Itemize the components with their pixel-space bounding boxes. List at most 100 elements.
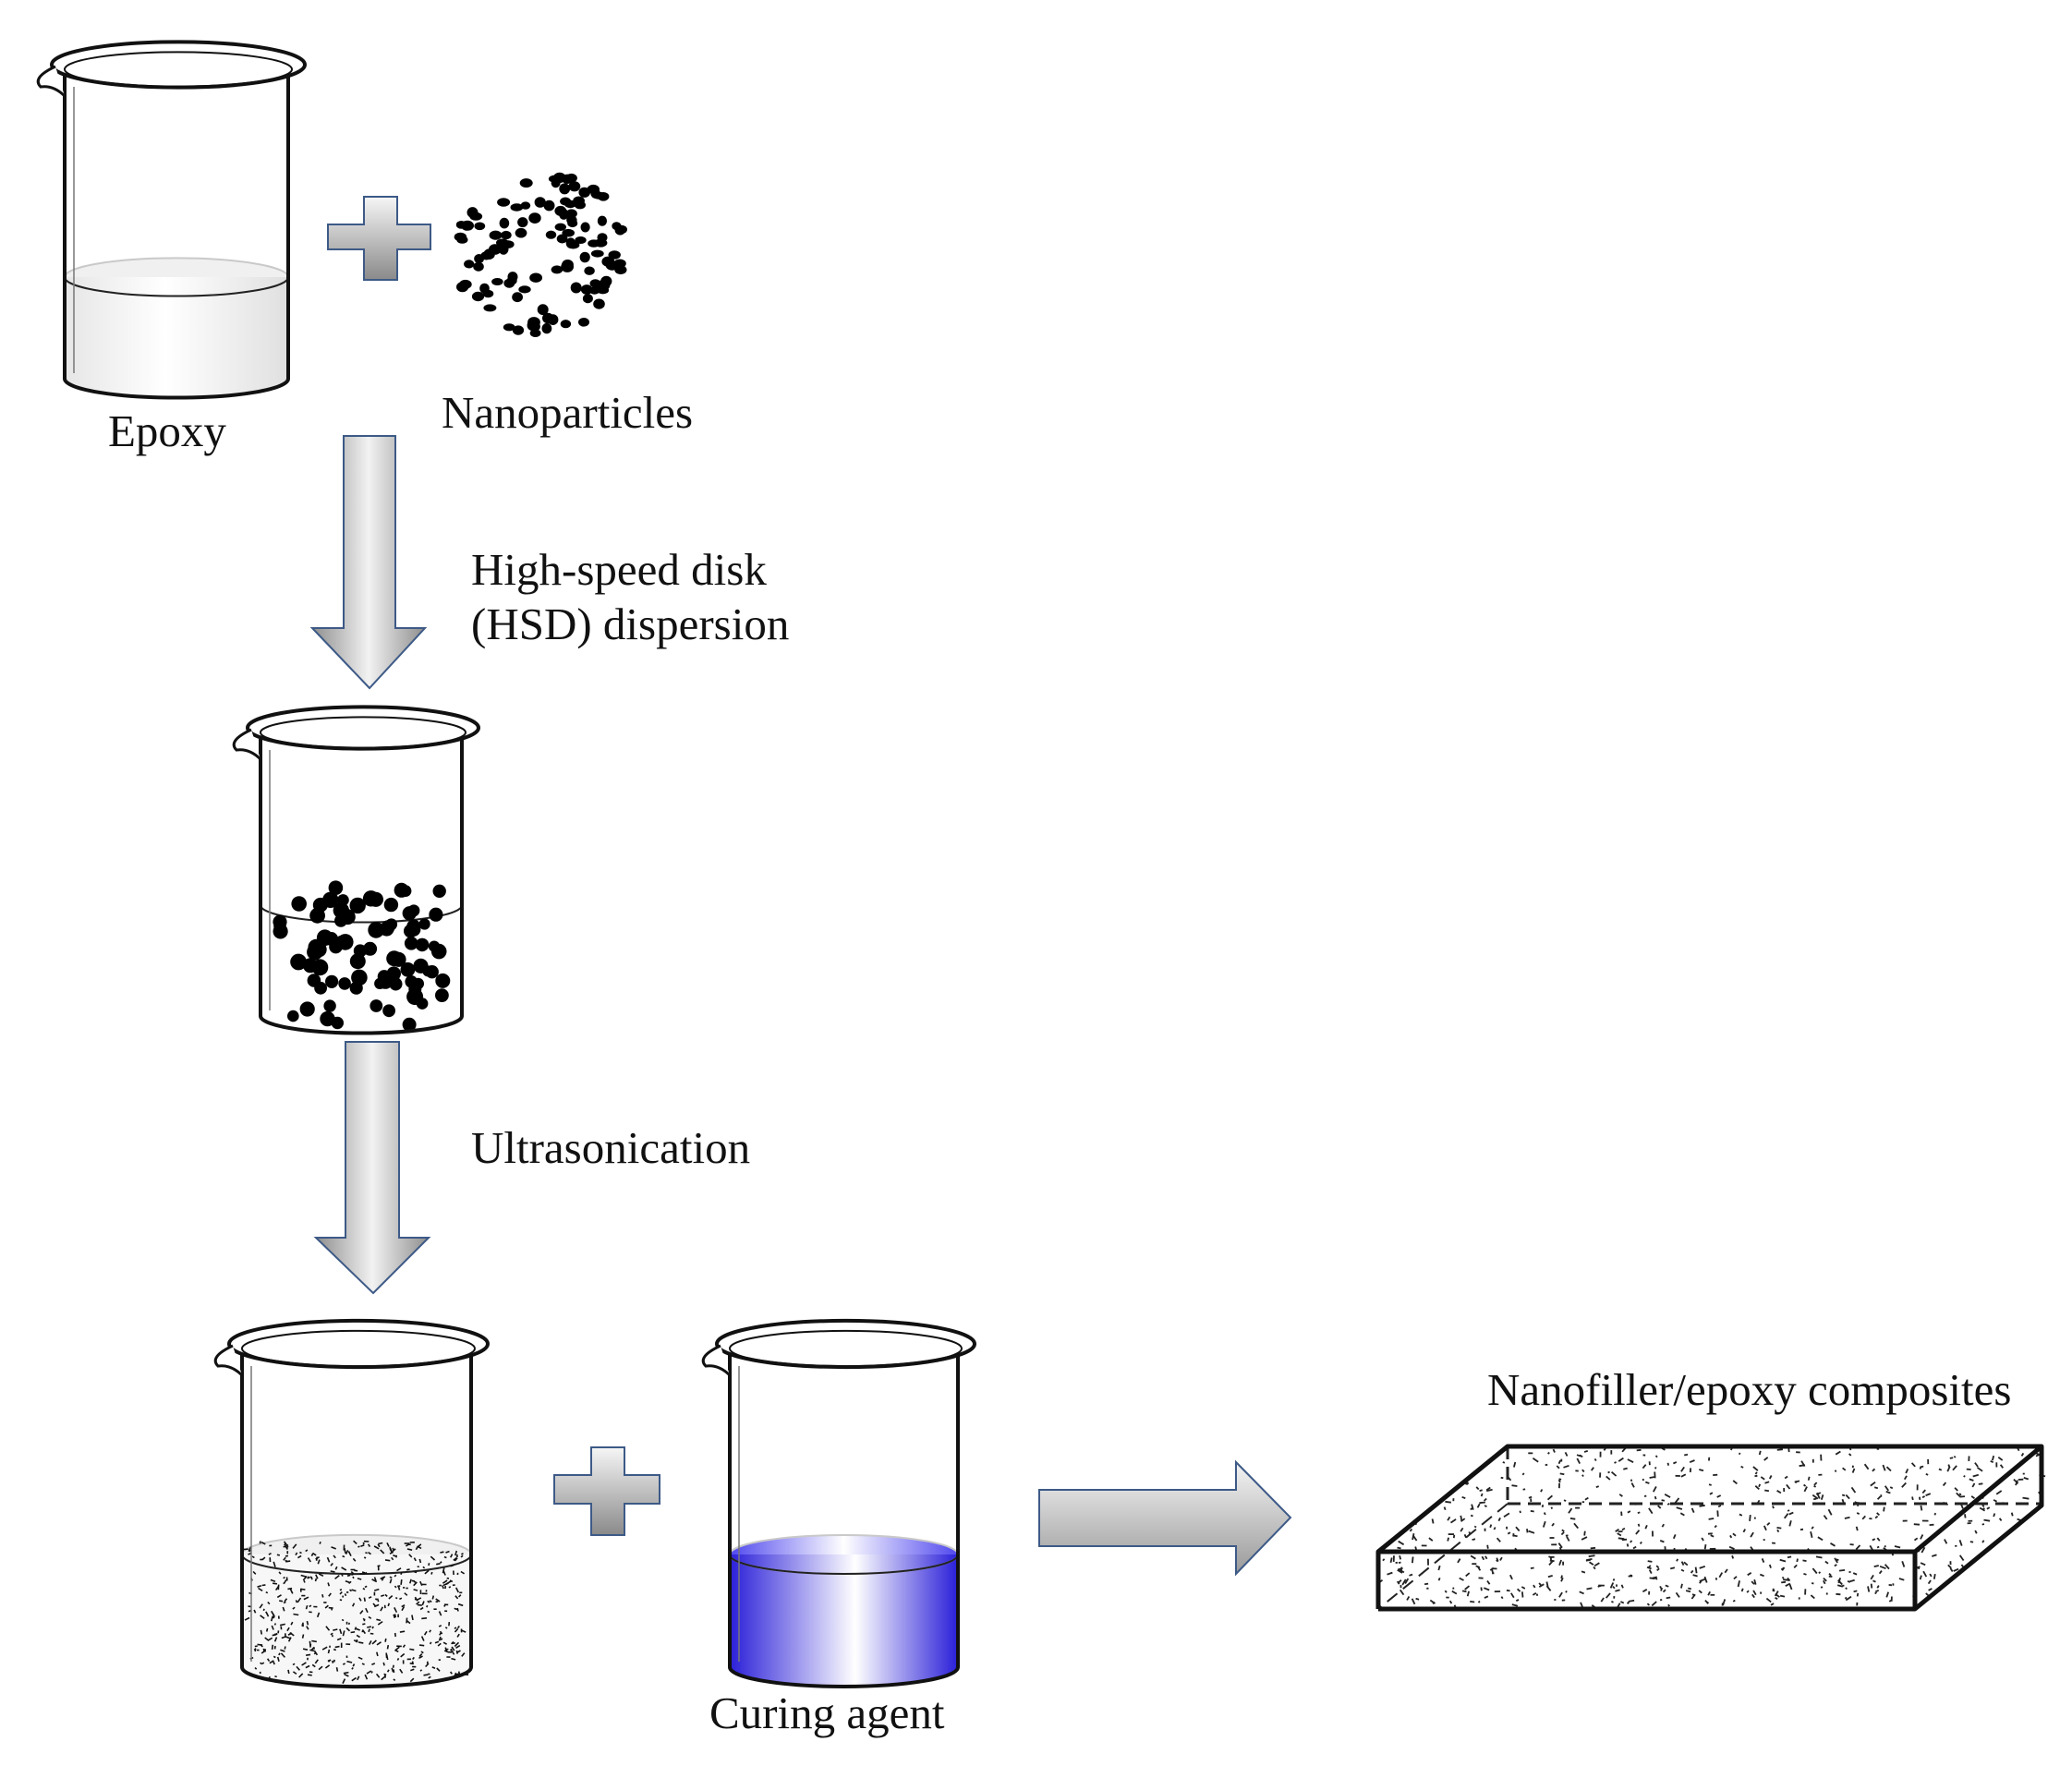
- ultrasonication-label: Ultrasonication: [471, 1121, 750, 1176]
- speck-mark: [376, 1599, 377, 1601]
- slab-speck: [1705, 1544, 1706, 1549]
- particle-dot: [314, 982, 327, 995]
- speck-mark: [398, 1586, 399, 1590]
- slab-speck: [1503, 1462, 1505, 1463]
- particle-dot: [382, 1004, 395, 1017]
- speck-mark: [362, 1663, 365, 1664]
- slab-speck: [1537, 1594, 1538, 1596]
- slab-speck: [1739, 1515, 1742, 1516]
- hsd-dispersion-label: High-speed disk (HSD) dispersion: [471, 543, 789, 652]
- slab-speck: [1934, 1513, 1935, 1515]
- slab-speck: [1472, 1539, 1475, 1540]
- speck-mark: [428, 1612, 430, 1613]
- nanoparticle-dot: [499, 244, 509, 255]
- epoxy-label: Epoxy: [108, 405, 226, 459]
- slab-speck: [1391, 1557, 1392, 1562]
- nanoparticle-dot: [571, 283, 582, 294]
- slab-speck: [1709, 1518, 1715, 1519]
- slab-speck: [1398, 1548, 1401, 1549]
- speck-mark: [351, 1632, 356, 1633]
- slab-speck: [1670, 1567, 1675, 1568]
- nanoparticle-dot: [549, 175, 562, 183]
- particle-dot: [291, 896, 307, 912]
- speck-mark: [441, 1562, 442, 1564]
- slab-speck: [1527, 1529, 1528, 1532]
- slab-speck: [1471, 1516, 1472, 1517]
- slab-speck: [1877, 1547, 1879, 1548]
- slab-speck: [1709, 1484, 1712, 1485]
- composite-slab: [1378, 1446, 2046, 1609]
- slab-speck: [1696, 1567, 1697, 1574]
- slab-speck: [1655, 1467, 1656, 1469]
- slab-speck: [1496, 1558, 1497, 1562]
- particle-dot: [351, 970, 368, 986]
- slab-speck: [1595, 1458, 1596, 1460]
- slab-speck: [1628, 1543, 1629, 1546]
- speck-mark: [378, 1543, 382, 1544]
- particle-dot: [406, 988, 423, 1005]
- slab-speck: [1993, 1514, 1994, 1518]
- slab-speck: [1742, 1589, 1743, 1591]
- curing-agent-beaker: [703, 1321, 975, 1687]
- speck-mark: [401, 1579, 402, 1585]
- slab-speck: [1732, 1555, 1733, 1558]
- particle-dot: [384, 898, 398, 912]
- speck-mark: [457, 1651, 458, 1654]
- speck-mark: [299, 1553, 301, 1554]
- speck-mark: [363, 1542, 364, 1544]
- slab-speck: [1618, 1538, 1625, 1539]
- speck-mark: [393, 1548, 394, 1551]
- slab-speck: [1591, 1548, 1595, 1549]
- slab-speck: [1520, 1511, 1521, 1513]
- nanoparticle-dot: [588, 239, 600, 247]
- slab-speck: [1584, 1451, 1588, 1452]
- speck-mark: [419, 1645, 424, 1646]
- speck-mark: [285, 1560, 287, 1561]
- particle-dot: [312, 959, 329, 975]
- slab-speck: [1684, 1455, 1688, 1456]
- slab-speck: [1586, 1560, 1591, 1561]
- speck-mark: [342, 1574, 343, 1576]
- slab-speck: [1783, 1577, 1784, 1578]
- slab-speck: [1984, 1520, 1991, 1521]
- nanoparticle-dot: [464, 260, 474, 268]
- speck-mark: [419, 1559, 420, 1563]
- nanoparticle-dot: [575, 200, 586, 209]
- particle-dot: [333, 902, 349, 918]
- particle-dot: [363, 890, 379, 906]
- speck-mark: [377, 1652, 378, 1656]
- slab-speck: [1959, 1496, 1965, 1497]
- slab-speck: [1777, 1449, 1783, 1450]
- slab-speck: [1773, 1589, 1774, 1591]
- speck-mark: [304, 1580, 305, 1582]
- slab-speck: [1816, 1556, 1823, 1557]
- speck-mark: [397, 1658, 398, 1660]
- nanoparticle-dot: [511, 203, 524, 211]
- slab-speck: [1763, 1540, 1765, 1541]
- epoxy-beaker: [38, 42, 305, 397]
- speck-mark: [409, 1649, 414, 1650]
- composites-label: Nanofiller/epoxy composites: [1487, 1363, 2011, 1418]
- speck-mark: [421, 1618, 427, 1619]
- slab-speck: [1846, 1597, 1847, 1599]
- speck-mark: [279, 1601, 283, 1602]
- nanoparticle-dot: [583, 294, 593, 303]
- nanoparticle-dot: [557, 235, 568, 244]
- speck-mark: [333, 1629, 337, 1630]
- nanoparticle-dot: [473, 262, 484, 272]
- slab-speck: [1608, 1472, 1610, 1473]
- slab-speck: [1566, 1535, 1569, 1536]
- slab-speck: [1566, 1591, 1567, 1592]
- slab-speck: [1644, 1496, 1646, 1497]
- plus-icon-top: [328, 197, 430, 280]
- slab-speck: [1858, 1593, 1859, 1597]
- speck-mark: [378, 1599, 379, 1603]
- particle-dot: [405, 975, 418, 988]
- speck-mark: [279, 1653, 280, 1655]
- slab-speck: [1853, 1466, 1854, 1468]
- slab-speck: [1584, 1531, 1585, 1536]
- nanoparticle-dot: [472, 292, 484, 301]
- slab-speck: [1501, 1597, 1502, 1599]
- speck-mark: [349, 1623, 350, 1625]
- ultrasonicated-beaker: [215, 1321, 488, 1687]
